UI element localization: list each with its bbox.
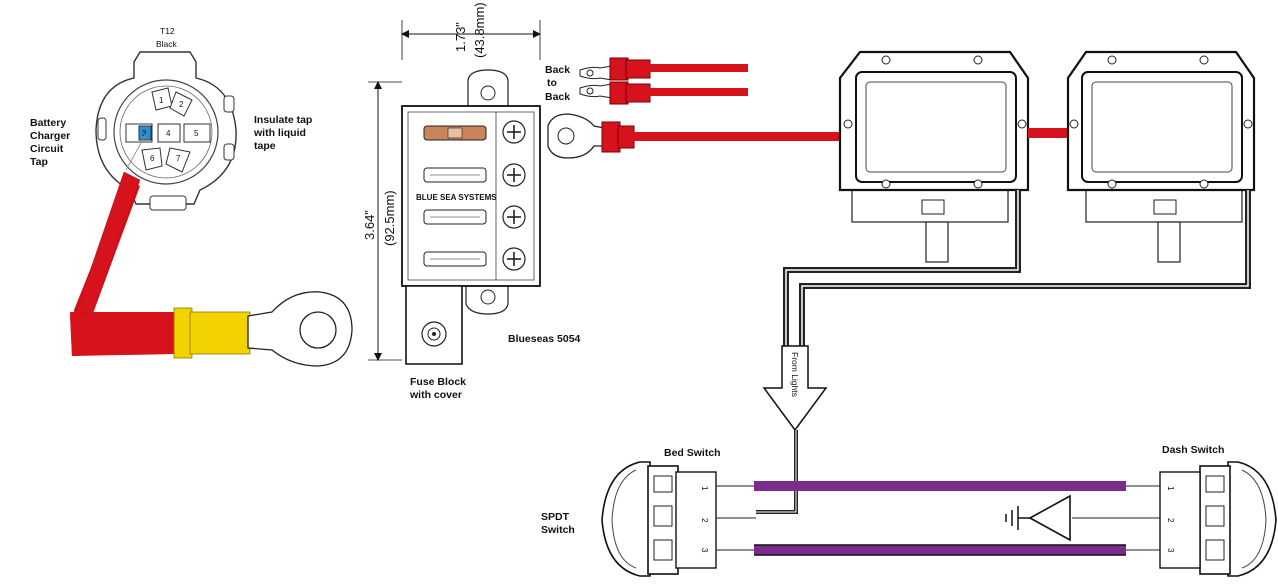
battery-charger-label: Battery Charger Circuit Tap <box>30 117 73 168</box>
svg-text:1: 1 <box>700 486 709 491</box>
pod-jumper-wire <box>1028 128 1068 138</box>
light-pod-1 <box>838 50 1030 263</box>
fuse-block: BLUE SEA SYSTEMS <box>401 69 541 365</box>
traveler-wire-3 <box>754 545 1126 555</box>
svg-text:3: 3 <box>1166 548 1175 553</box>
svg-text:5: 5 <box>194 129 199 138</box>
light-feed-terminal <box>547 113 842 159</box>
svg-text:7: 7 <box>176 154 181 163</box>
from-lights-label: From Lights <box>790 352 800 397</box>
svg-text:4: 4 <box>166 129 171 138</box>
terminal-screw-2 <box>502 163 526 187</box>
light-ground-wires <box>783 190 1251 350</box>
svg-text:6: 6 <box>150 154 155 163</box>
bed-switch-label: Bed Switch <box>664 447 721 459</box>
connector-pin-6: 6 <box>141 147 163 171</box>
svg-text:3: 3 <box>700 548 709 553</box>
fuse-block-caption: Fuse Block with cover <box>409 376 469 401</box>
t12-connector: T12 Black 1 2 3 4 5 <box>95 26 237 211</box>
width-inches: 1.73" <box>453 22 468 52</box>
fuse-block-model: Blueseas 5054 <box>508 333 581 345</box>
tap-wire <box>70 171 353 367</box>
height-mm: (92.5mm) <box>382 190 397 246</box>
blue-sea-logo: BLUE SEA SYSTEMS <box>416 193 497 202</box>
svg-text:2: 2 <box>179 100 184 109</box>
light-pod-2 <box>1066 50 1256 263</box>
arrow-to-switch-wire <box>756 430 798 514</box>
connector-pin-2: 2 <box>169 91 193 117</box>
svg-text:1: 1 <box>159 96 164 105</box>
back-to-back-label: Back to Back <box>545 64 573 103</box>
spdt-switch-label: SPDT Switch <box>541 511 575 536</box>
from-lights-arrow: From Lights <box>762 345 828 432</box>
connector-code: T12 <box>160 26 175 36</box>
svg-text:3: 3 <box>142 129 147 138</box>
height-inches: 3.64" <box>362 210 377 240</box>
connector-pin-3: 3 <box>125 123 153 143</box>
fuse-block-dimensions: 1.73" (43.8mm) 3.64" (92.5mm) <box>362 2 541 361</box>
connector-pin-5: 5 <box>183 123 211 143</box>
connector-pin-7: 7 <box>165 147 191 173</box>
traveler-wire-1 <box>754 481 1126 491</box>
ground-symbol <box>1005 506 1030 530</box>
dash-switch-label: Dash Switch <box>1162 444 1224 456</box>
connector-pin-1: 1 <box>151 87 173 111</box>
bed-switch: 1 2 3 <box>601 461 756 577</box>
connector-color: Black <box>156 39 178 49</box>
svg-text:1: 1 <box>1166 486 1175 491</box>
insulate-tap-label: Insulate tap with liquid tape <box>253 114 315 152</box>
dash-switch: 1 2 3 <box>1072 461 1277 577</box>
connector-pin-4: 4 <box>157 123 181 143</box>
terminal-screw-3 <box>502 205 526 229</box>
terminal-screw-4 <box>502 247 526 271</box>
width-mm: (43.8mm) <box>472 2 487 58</box>
triangle-symbol <box>1028 494 1071 542</box>
terminal-screw-1 <box>502 120 526 144</box>
yellow-terminal <box>173 307 193 359</box>
back-to-back-terminals <box>579 57 748 105</box>
svg-text:2: 2 <box>700 518 709 523</box>
svg-text:2: 2 <box>1166 518 1175 523</box>
